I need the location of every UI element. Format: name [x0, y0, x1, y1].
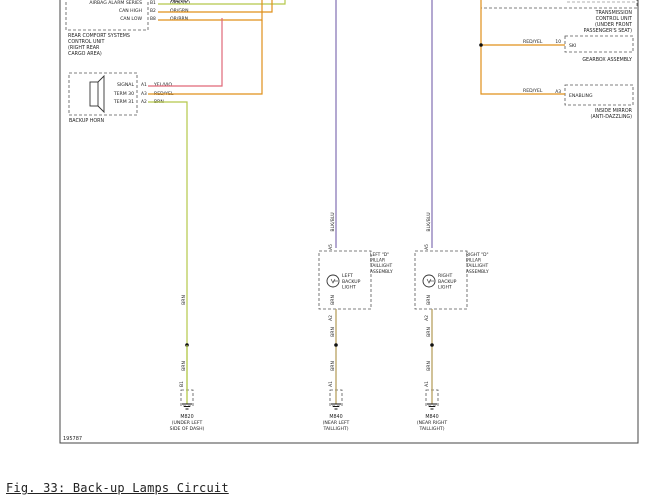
wire-red-yel-mirror	[480, 0, 565, 95]
wire-red-yel-horn	[148, 20, 263, 95]
rear-comfort-top-wire-label: YEL/VIO	[169, 0, 188, 4]
ground-wire-label: BRN	[426, 361, 432, 371]
right-lamp-bulb-label: LIGHT	[438, 285, 452, 291]
left-lamp-pillar-label: LEFT "D"	[370, 252, 389, 258]
backup-horn-wire-label: YEL/VIO	[153, 82, 172, 88]
rear-comfort-control-unit-label: CONTROL UNIT	[68, 39, 104, 45]
ground-pin-number: B1	[179, 381, 185, 387]
transmission-control-unit-label: (UNDER FRONT	[595, 22, 632, 28]
ground-location: (NEAR RIGHT	[417, 420, 447, 426]
right-lamp-pin-bottom: A2	[424, 315, 430, 321]
right-lamp-bulb-label: RIGHT	[438, 273, 453, 279]
left-lamp-ground-wire-label: BRN	[330, 327, 336, 337]
right-lamp-supply-wire-label: BLK/BLU	[426, 212, 432, 231]
horn-symbol	[89, 81, 99, 107]
ground-code: M840	[425, 414, 438, 420]
left-lamp-bulb-filament-wave	[330, 278, 336, 284]
wire-brn-horn-ground	[148, 101, 188, 389]
right-lamp-pin-top: A5	[424, 244, 430, 250]
left-lamp-supply-wire-label: BLK/BLU	[330, 212, 336, 231]
diagram-frame	[59, 0, 639, 444]
wire-grn-vio	[158, 0, 286, 5]
figure-code: 195787	[63, 436, 82, 442]
backup-horn-pin-function: SIGNAL	[117, 82, 134, 88]
ground-wire-label: BRN	[330, 295, 336, 305]
inside-mirror-pin-function: ENABLING	[569, 93, 593, 99]
rear-comfort-wire-label: GRN/VIO	[170, 0, 190, 6]
right-lamp-pillar-label: ASSEMBLY	[466, 269, 489, 275]
ground-location: (NEAR LEFT	[323, 420, 350, 426]
left-lamp-pin-top: A5	[328, 244, 334, 250]
left-lamp-bulb-label: LEFT	[342, 273, 353, 279]
ground-pin-number: A1	[424, 381, 430, 387]
inside-mirror-box	[564, 84, 634, 106]
right-lamp-pillar-label: RIGHT "D"	[466, 252, 489, 258]
ground-code: M820	[180, 414, 193, 420]
ground-code: M840	[329, 414, 342, 420]
gearbox-assembly-label: GEARBOX ASSEMBLY	[582, 57, 632, 63]
rear-comfort-control-unit-label: CARGO AREA)	[68, 51, 102, 57]
horn-bell	[97, 74, 105, 114]
ground-wire-label: BRN	[181, 361, 187, 371]
right-lamp-splice-dot	[430, 343, 434, 347]
splice-dot	[479, 43, 483, 47]
backup-horn-pin-function: TERM 31	[113, 99, 134, 105]
ground-location: TAILLIGHT)	[418, 426, 444, 432]
right-lamp-pillar-label: PILLAR	[466, 258, 481, 264]
right-lamp-ground-wire-label: BRN	[426, 327, 432, 337]
ground-pin-number: A1	[328, 381, 334, 387]
ground-location: TAILLIGHT)	[322, 426, 348, 432]
right-lamp-bulb-label: BACKUP	[438, 279, 457, 285]
ground-wire-label: BRN	[181, 295, 187, 305]
left-lamp-bulb-label: LIGHT	[342, 285, 356, 291]
backup-horn-pin-number: A1	[141, 82, 147, 88]
transmission-pin-function: SKI	[569, 43, 576, 49]
left-lamp-pillar-label: PILLAR	[370, 258, 385, 264]
transmission-control-unit-box	[480, 0, 638, 9]
transmission-control-unit-label: PASSENGER'S SEAT)	[584, 28, 632, 34]
left-lamp-pillar-label: ASSEMBLY	[370, 269, 393, 275]
backup-horn-box	[68, 72, 138, 116]
left-lamp-pin-bottom: A2	[328, 315, 334, 321]
figure-caption: Fig. 33: Back-up Lamps Circuit	[6, 481, 229, 495]
right-lamp-pillar-label: TAILLIGHT	[465, 263, 489, 269]
rear-comfort-pin-function: CAN HIGH	[119, 8, 142, 14]
transmission-control-unit-label: CONTROL UNIT	[596, 16, 632, 22]
wire-or-grn	[158, 0, 273, 13]
left-lamp-splice-dot	[334, 343, 338, 347]
transmission-control-unit-label: TRANSMISSION	[595, 10, 633, 16]
backup-horn-label: BACKUP HORN	[69, 118, 104, 124]
transmission-pin-number: 10	[555, 39, 561, 45]
backup-horn-pin-number: A3	[141, 91, 147, 97]
inside-mirror-pin-number: A3	[555, 89, 561, 95]
rear-comfort-control-unit-label: REAR COMFORT SYSTEMS	[68, 33, 130, 39]
ground-location: (UNDER LEFT	[172, 420, 203, 426]
rear-comfort-pin-number: B1	[150, 0, 156, 6]
left-lamp-bulb-label: BACKUP	[342, 279, 361, 285]
backup-horn-pin-number: A2	[141, 99, 147, 105]
backup-horn-pin-function: TERM 30	[113, 91, 134, 97]
ground-wire-label: BRN	[330, 361, 336, 371]
left-lamp-pillar-label: TAILLIGHT	[369, 263, 393, 269]
gearbox-assembly-box	[564, 35, 634, 53]
wire-yel-vio	[148, 18, 223, 87]
inside-mirror-label: INSIDE MIRROR	[595, 108, 633, 114]
ground-wire-label: BRN	[426, 295, 432, 305]
transmission-wire-label: RED/YEL	[523, 39, 543, 45]
inside-mirror-label: (ANTI-DAZZLING)	[590, 114, 632, 120]
inside-mirror-wire-label: RED/YEL	[523, 88, 543, 94]
ground-location: SIDE OF DASH)	[170, 426, 205, 432]
rear-comfort-pin-function: AIRBAG ALARM SERIES	[89, 0, 142, 6]
rear-comfort-wire-label: OR/BRN	[170, 16, 188, 22]
rear-comfort-control-unit-box	[65, 0, 149, 31]
rear-comfort-wire-label: OR/GRN	[170, 8, 189, 14]
rear-comfort-pin-number: B8	[150, 16, 156, 22]
right-lamp-bulb-filament-wave	[426, 278, 432, 284]
rear-comfort-pin-number: B2	[150, 8, 156, 14]
rear-comfort-pin-function: CAN LOW	[120, 16, 142, 22]
rear-comfort-control-unit-label: (RIGHT REAR	[68, 45, 100, 51]
